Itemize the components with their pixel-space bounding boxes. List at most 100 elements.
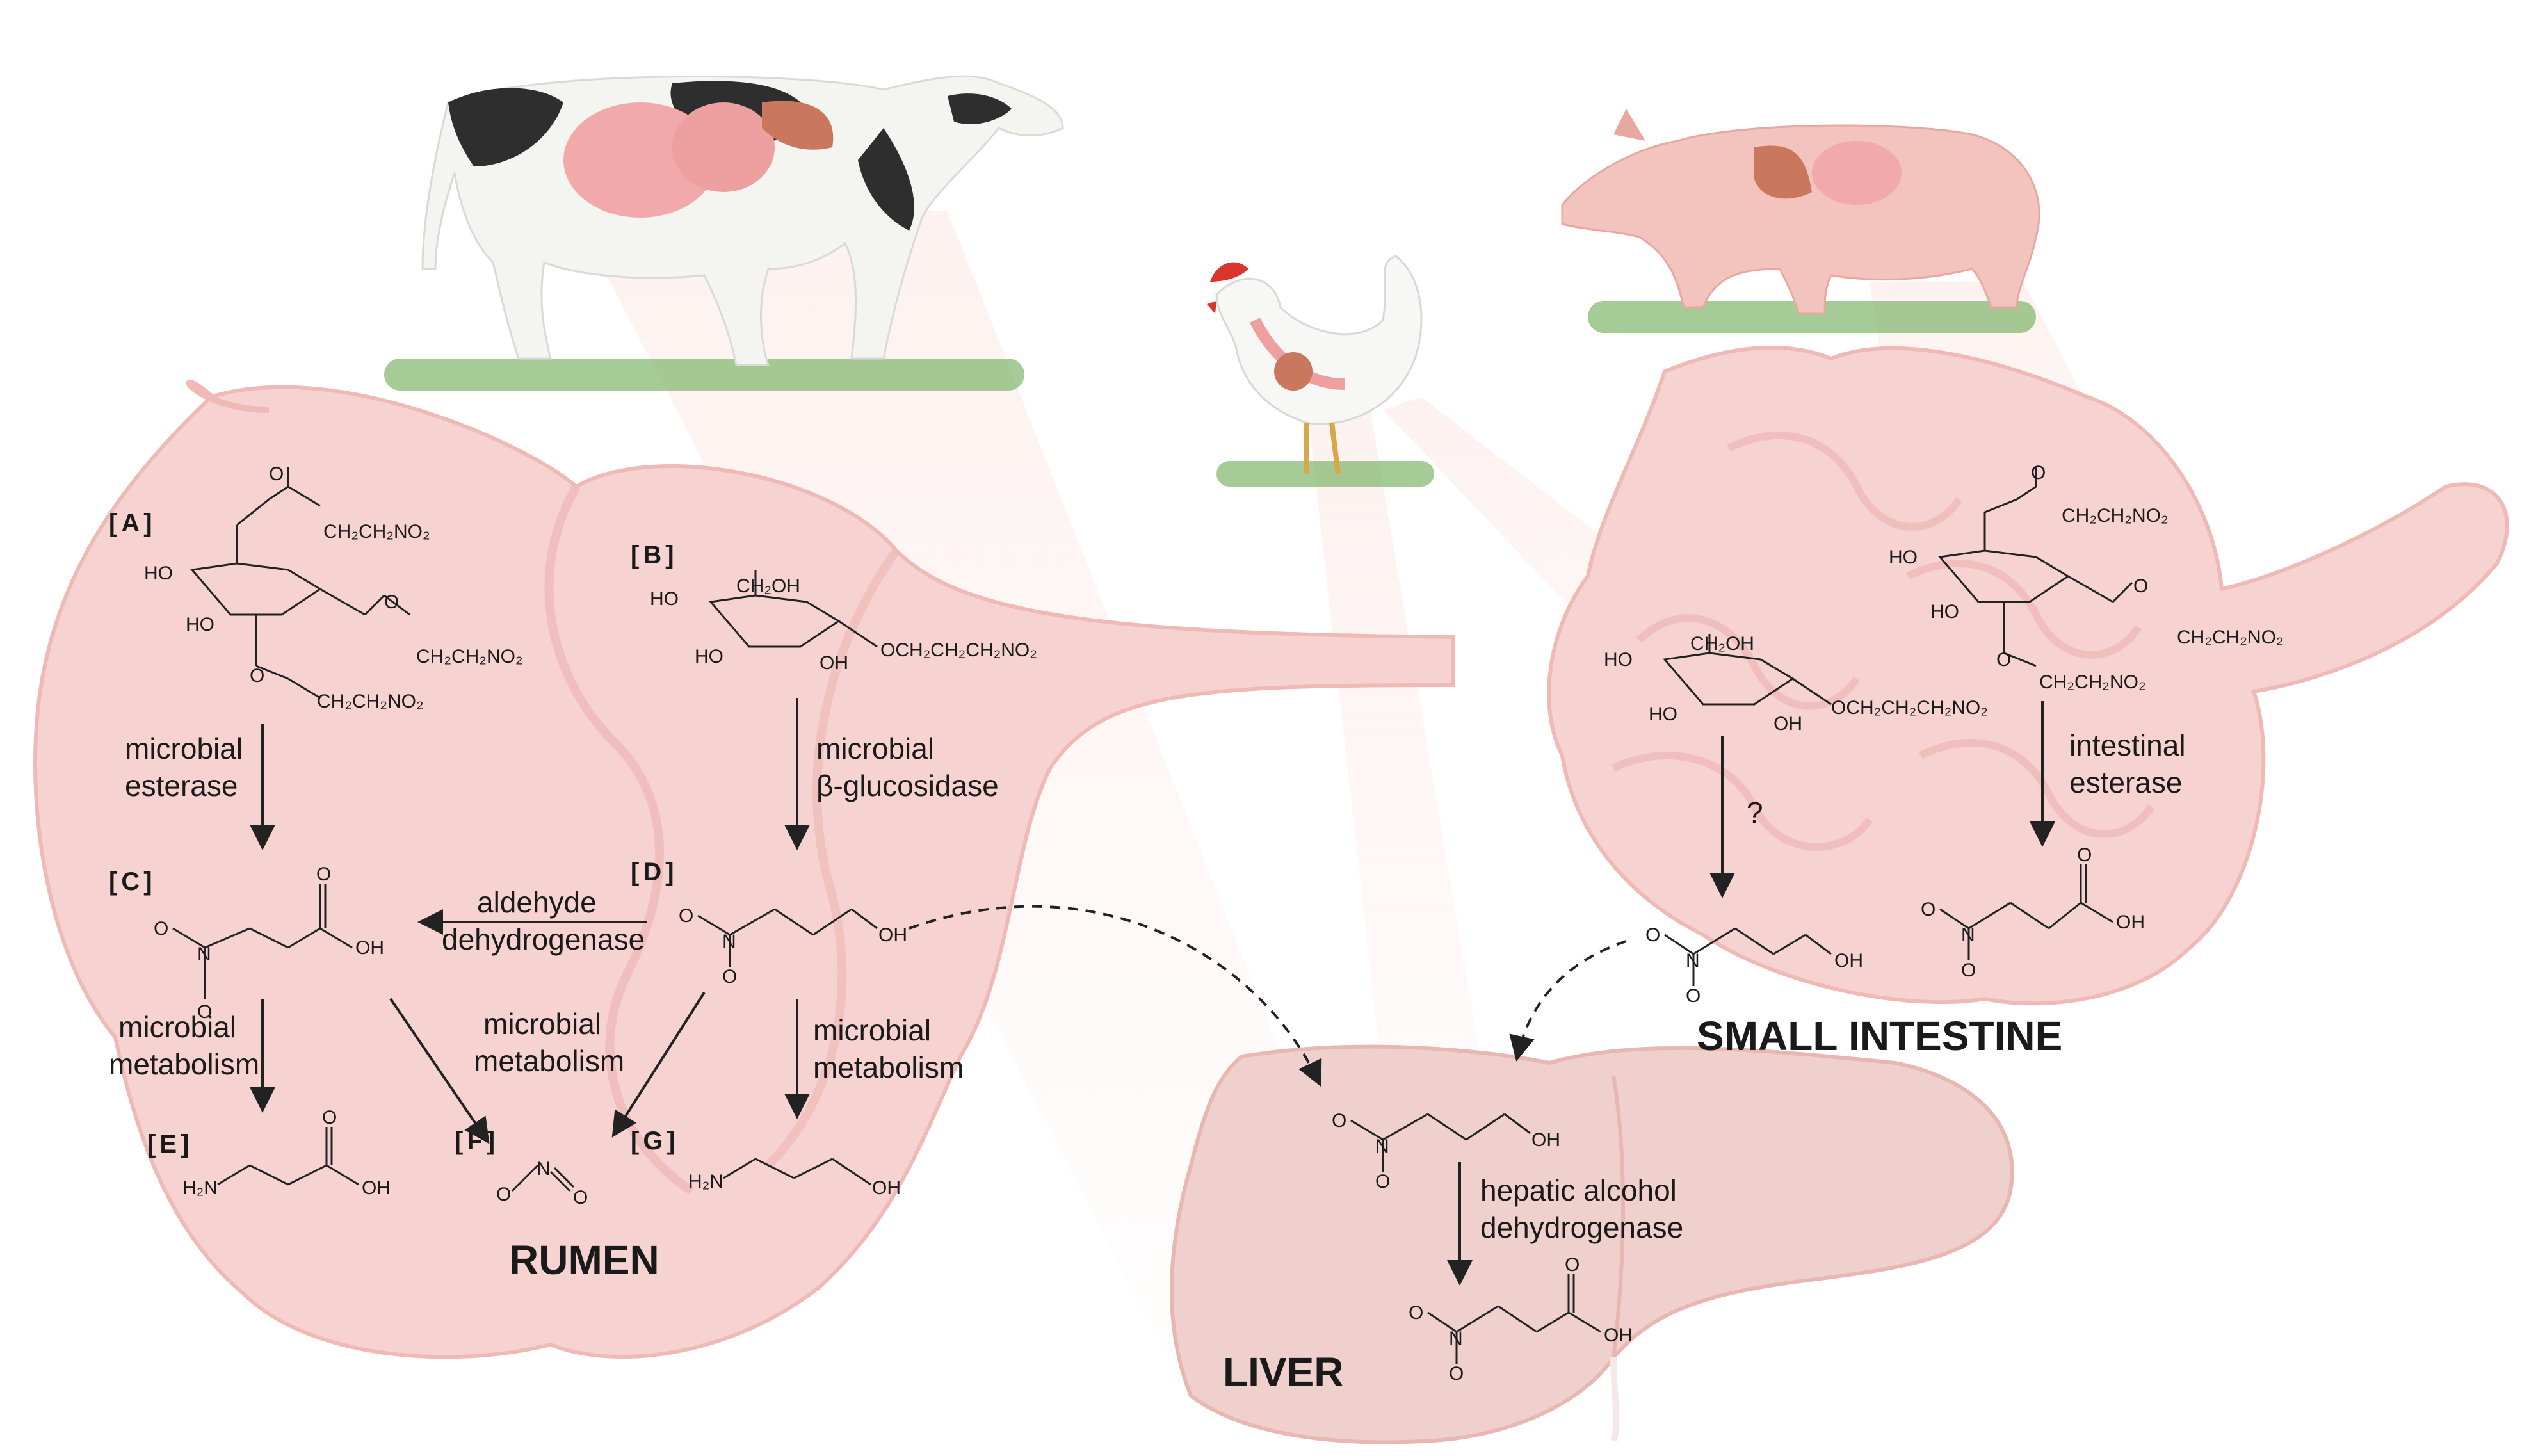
enzyme-metabolism-g-1: microbial bbox=[813, 1014, 931, 1047]
chem-C-oh: OH bbox=[355, 937, 384, 959]
chem-A-ho1: HO bbox=[144, 563, 173, 584]
chem-E-o: O bbox=[322, 1107, 337, 1128]
chem-si-side2: CH₂CH₂NO₂ bbox=[2177, 627, 2284, 648]
chem-si-side3: CH₂CH₂NO₂ bbox=[2039, 672, 2146, 693]
enzyme-metabolism-d-2: metabolism bbox=[474, 1044, 624, 1078]
chem-F-o1: O bbox=[496, 1184, 511, 1205]
rumen-enzyme-labels: microbial esterase microbial β-glucosida… bbox=[109, 732, 999, 1084]
arrow-D-to-liver bbox=[909, 905, 1322, 1087]
chem-C-o: O bbox=[154, 918, 168, 939]
compound-G: [G] H₂N OH bbox=[631, 1127, 901, 1199]
pig-intestine-icon bbox=[1754, 141, 1902, 205]
chem-B-ho1: HO bbox=[650, 588, 679, 610]
liver-compound-npa: O N O O OH bbox=[1409, 1254, 1633, 1384]
compound-C: [C] O N O O OH bbox=[109, 864, 384, 1023]
chem-si-oh: OH bbox=[1773, 713, 1802, 734]
chem-B-oh: OH bbox=[820, 652, 848, 674]
chem-liver-npa-n: N bbox=[1449, 1328, 1463, 1349]
enzyme-hepatic-2: dehydrogenase bbox=[1480, 1211, 1683, 1244]
arrow-si-to-liver bbox=[1509, 940, 1627, 1062]
cow-stomach-icon bbox=[563, 101, 834, 218]
chem-G-h2n: H₂N bbox=[688, 1171, 723, 1192]
chem-si-np-o: O bbox=[1645, 925, 1660, 946]
chem-si-npa-n: N bbox=[1961, 925, 1975, 946]
tag-G: [G] bbox=[631, 1127, 679, 1155]
compound-E: [E] H₂N O OH bbox=[147, 1107, 391, 1199]
chem-si-np-o2: O bbox=[1686, 985, 1701, 1007]
chem-liver-npa-o3: O bbox=[1565, 1254, 1580, 1275]
chem-D-oh: OH bbox=[878, 925, 907, 946]
chem-liver-o2: O bbox=[1375, 1171, 1390, 1192]
chem-si-side4: OCH₂CH₂CH₂NO₂ bbox=[1831, 697, 1988, 718]
tag-C: [C] bbox=[109, 868, 156, 896]
enzyme-glucosidase-1: microbial bbox=[816, 732, 934, 765]
chem-si-ho3: HO bbox=[1604, 649, 1633, 670]
enzyme-unknown: ? bbox=[1747, 796, 1763, 829]
chem-si-npa-o3: O bbox=[2077, 845, 2092, 866]
enzyme-microbial-esterase-1: microbial bbox=[125, 732, 243, 765]
compound-D: [D] O N O OH bbox=[631, 858, 907, 987]
organ-label-small-intestine: SMALL INTESTINE bbox=[1697, 1013, 2062, 1059]
chem-B-ho2: HO bbox=[695, 646, 723, 667]
enzyme-aldehyde-dh-2: dehydrogenase bbox=[442, 923, 645, 956]
enzyme-metabolism-d-1: microbial bbox=[483, 1007, 601, 1040]
si-compound-glucoside: CH₂OH HO HO OH OCH₂CH₂CH₂NO₂ bbox=[1604, 633, 1988, 734]
chem-si-side1: CH₂CH₂NO₂ bbox=[2062, 505, 2169, 526]
compound-A: [A] O CH₂CH₂NO₂ HO HO O CH₂CH₂NO₂ O CH₂C… bbox=[109, 464, 523, 712]
chem-si-o1: O bbox=[2031, 462, 2046, 483]
chem-liver-npa-o: O bbox=[1409, 1302, 1423, 1323]
chem-A-side2: CH₂CH₂NO₂ bbox=[416, 646, 523, 667]
tag-E: [E] bbox=[147, 1130, 193, 1158]
arrow-C-to-F bbox=[389, 998, 490, 1144]
enzyme-intestinal-2: esterase bbox=[2069, 766, 2182, 799]
chem-B-side: OCH₂CH₂CH₂NO₂ bbox=[880, 640, 1037, 661]
enzyme-microbial-esterase-2: esterase bbox=[125, 769, 238, 802]
chem-G-oh: OH bbox=[872, 1177, 901, 1199]
rumen-organ bbox=[33, 379, 1455, 1359]
si-arrows bbox=[1509, 701, 2055, 1062]
tag-B: [B] bbox=[631, 541, 678, 569]
chem-C-o2: O bbox=[197, 1001, 212, 1023]
chem-si-npa-o2: O bbox=[1961, 960, 1976, 981]
chem-si-ho1: HO bbox=[1889, 547, 1918, 568]
chem-liver-n: N bbox=[1375, 1136, 1389, 1157]
tag-F: [F] bbox=[455, 1127, 499, 1155]
chem-si-o3: O bbox=[1996, 649, 2011, 670]
chem-A-ho2: HO bbox=[186, 614, 214, 635]
chem-si-ch2oh: CH₂OH bbox=[1690, 633, 1754, 654]
chem-A-o3: O bbox=[250, 665, 264, 686]
chem-A-o1: O bbox=[269, 464, 284, 485]
chem-C-o3: O bbox=[316, 864, 331, 885]
organ-label-rumen: RUMEN bbox=[509, 1237, 659, 1283]
enzyme-aldehyde-dh-1: aldehyde bbox=[477, 886, 597, 919]
enzyme-hepatic-1: hepatic alcohol bbox=[1480, 1174, 1677, 1207]
chem-A-side1: CH₂CH₂NO₂ bbox=[323, 521, 430, 542]
chem-C-n: N bbox=[197, 944, 211, 965]
rumen-arrows bbox=[250, 698, 1322, 1144]
chem-liver-npa-oh: OH bbox=[1604, 1325, 1633, 1346]
liver-compound-nitropropanol: O N O OH bbox=[1332, 1110, 1560, 1192]
chem-B-ch2oh: CH₂OH bbox=[736, 576, 800, 597]
small-intestine-organ bbox=[1547, 345, 2509, 1006]
enzyme-metabolism-c-1: microbial bbox=[118, 1010, 236, 1044]
tag-A: [A] bbox=[109, 509, 156, 537]
chem-si-npa-o: O bbox=[1921, 899, 1935, 920]
enzyme-intestinal-1: intestinal bbox=[2069, 729, 2186, 762]
enzyme-glucosidase-2: β-glucosidase bbox=[816, 769, 999, 802]
enzyme-metabolism-g-2: metabolism bbox=[813, 1051, 964, 1084]
chem-si-o2: O bbox=[2133, 576, 2148, 597]
chicken-illustration bbox=[1207, 255, 1434, 487]
enzyme-metabolism-c-2: metabolism bbox=[109, 1048, 259, 1081]
chem-E-h2n: H₂N bbox=[182, 1177, 218, 1199]
chem-D-o2: O bbox=[722, 966, 737, 987]
si-compound-ester: O CH₂CH₂NO₂ HO HO O CH₂CH₂NO₂ O CH₂CH₂NO… bbox=[1889, 462, 2284, 693]
si-compound-npa: O N O O OH bbox=[1921, 845, 2145, 981]
chem-F-o2: O bbox=[573, 1187, 588, 1208]
organ-label-liver: LIVER bbox=[1223, 1349, 1343, 1395]
chem-si-ho4: HO bbox=[1649, 704, 1677, 725]
pig-illustration bbox=[1561, 109, 2040, 333]
chem-liver-oh: OH bbox=[1531, 1129, 1560, 1151]
chem-F-n: N bbox=[537, 1158, 551, 1179]
cow-illustration bbox=[384, 75, 1064, 391]
